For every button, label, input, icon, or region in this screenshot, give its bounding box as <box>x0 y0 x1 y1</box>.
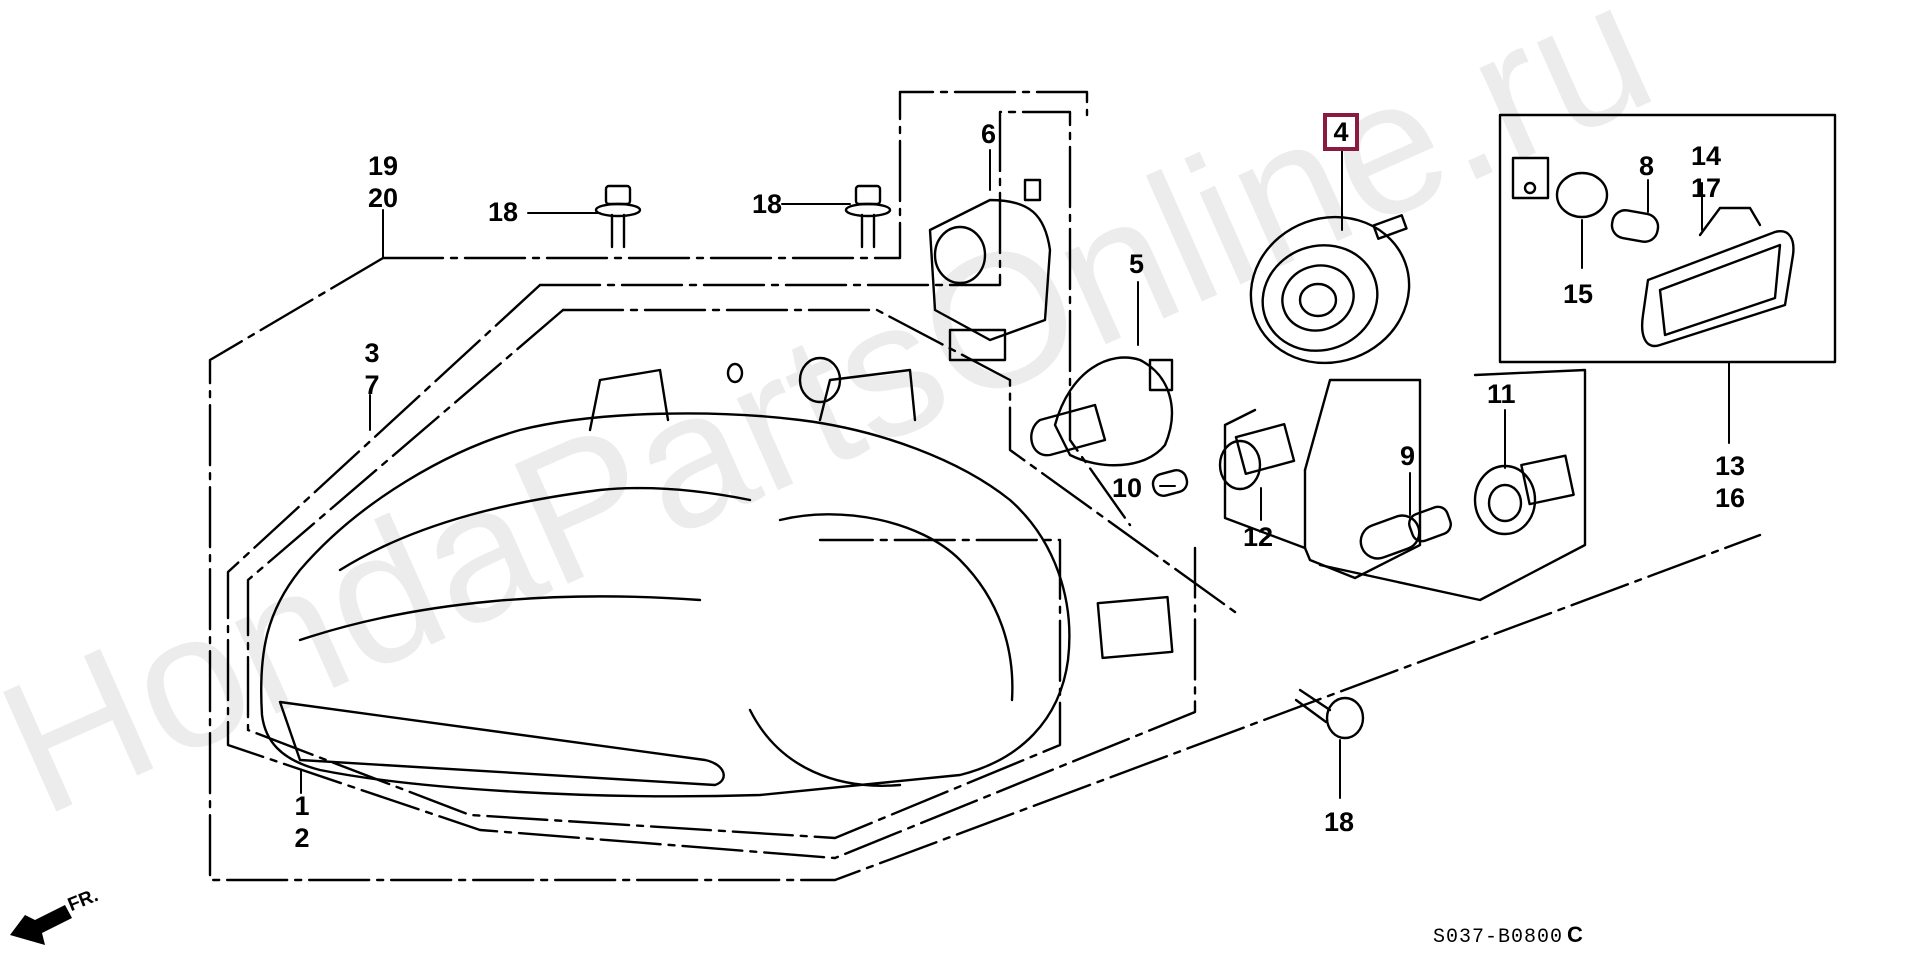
callout-13: 13 <box>1714 451 1746 481</box>
callout-4-selected[interactable]: 4 <box>1323 113 1359 151</box>
leader-lines <box>300 149 1730 799</box>
group-outline-3-7 <box>226 110 1237 860</box>
diagram-revision: C <box>1567 922 1584 947</box>
callout-1: 1 <box>294 791 310 821</box>
group-outline-bulbs <box>1223 113 1837 602</box>
h4-bulb <box>1030 356 1174 467</box>
callout-11[interactable]: 11 <box>1487 379 1516 409</box>
bolt-18c <box>1294 688 1365 740</box>
bolt-18b <box>844 184 892 249</box>
callout-14-17[interactable]: 14 17 <box>1676 140 1736 204</box>
callout-16: 16 <box>1714 483 1746 513</box>
callout-9[interactable]: 9 <box>1400 441 1416 471</box>
bulb-9 <box>1359 505 1452 560</box>
bulb-8 <box>1610 209 1660 243</box>
callout-19: 19 <box>367 151 399 181</box>
callout-18-left[interactable]: 18 <box>488 197 519 227</box>
callout-14: 14 <box>1690 141 1722 171</box>
headlight-assembly <box>259 356 1174 798</box>
callout-3-7[interactable]: 3 7 <box>342 337 402 401</box>
callout-7: 7 <box>364 370 380 400</box>
callout-2: 2 <box>294 823 310 853</box>
bulb-10 <box>1151 469 1189 497</box>
callout-13-16[interactable]: 13 16 <box>1700 450 1760 514</box>
group-outline-19-20 <box>208 90 1762 882</box>
bolt-18a <box>594 184 642 249</box>
callout-3: 3 <box>364 338 380 368</box>
leveling-actuator <box>928 178 1052 362</box>
callout-18-mid[interactable]: 18 <box>752 189 783 219</box>
callout-15[interactable]: 15 <box>1563 279 1594 309</box>
callout-10[interactable]: 10 <box>1112 473 1143 503</box>
front-direction-arrow-icon <box>10 905 72 945</box>
callout-1-2[interactable]: 1 2 <box>272 790 332 854</box>
callout-20: 20 <box>367 183 399 213</box>
callout-6[interactable]: 6 <box>981 119 997 149</box>
callout-17: 17 <box>1690 173 1722 203</box>
socket-11 <box>1473 454 1575 536</box>
bulb-cap <box>1249 214 1411 365</box>
callout-8[interactable]: 8 <box>1639 151 1655 181</box>
side-marker-lens <box>1641 206 1795 348</box>
callout-19-20[interactable]: 19 20 <box>353 150 413 214</box>
callout-18-bottom[interactable]: 18 <box>1324 807 1355 837</box>
socket-15 <box>1511 156 1609 219</box>
socket-12 <box>1218 422 1296 491</box>
callout-12[interactable]: 12 <box>1243 522 1274 552</box>
diagram-code-text: S037-B0800 <box>1433 926 1564 949</box>
callout-5[interactable]: 5 <box>1129 249 1145 279</box>
